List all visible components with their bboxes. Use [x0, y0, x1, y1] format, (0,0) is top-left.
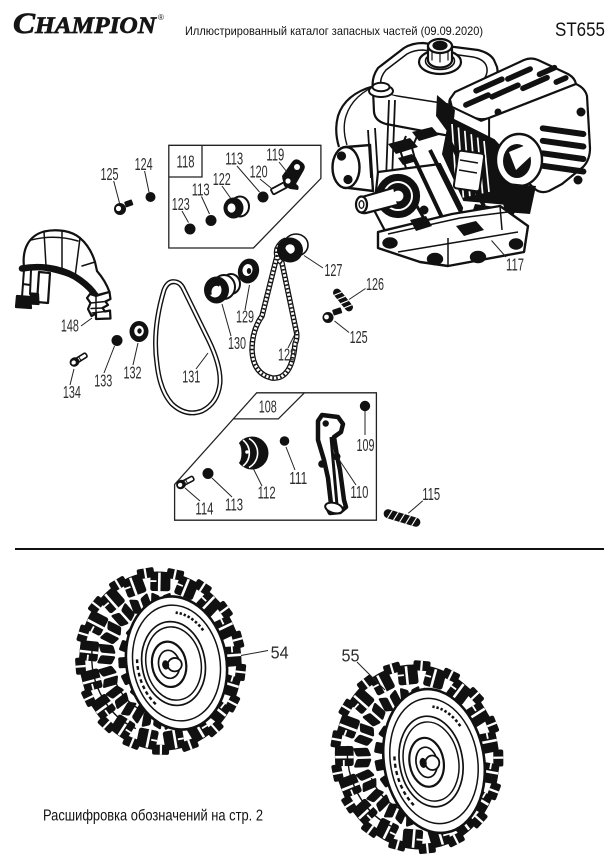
svg-text:ST655: ST655: [555, 19, 605, 41]
svg-text:128: 128: [278, 345, 296, 365]
svg-text:Расшифровка обозначений на стр: Расшифровка обозначений на стр. 2: [43, 808, 263, 825]
svg-text:115: 115: [422, 484, 440, 504]
svg-text:131: 131: [182, 367, 200, 387]
svg-text:130: 130: [228, 333, 246, 353]
svg-text:Иллюстрированный каталог запас: Иллюстрированный каталог запасных частей…: [185, 24, 483, 38]
svg-text:122: 122: [213, 169, 231, 189]
svg-text:119: 119: [266, 145, 284, 165]
svg-text:117: 117: [506, 255, 524, 275]
svg-text:CHAMPION: CHAMPION: [13, 7, 158, 40]
svg-text:109: 109: [357, 435, 375, 455]
svg-text:120: 120: [250, 162, 268, 182]
svg-text:132: 132: [124, 363, 142, 383]
svg-text:111: 111: [289, 468, 307, 488]
svg-text:112: 112: [258, 483, 276, 503]
svg-text:129: 129: [236, 307, 254, 327]
svg-text:®: ®: [158, 13, 164, 22]
svg-text:134: 134: [63, 382, 81, 402]
svg-text:126: 126: [366, 274, 384, 294]
svg-text:124: 124: [135, 154, 153, 174]
svg-text:148: 148: [61, 316, 79, 336]
svg-text:108: 108: [259, 397, 277, 417]
svg-text:125: 125: [101, 164, 119, 184]
svg-text:54: 54: [271, 643, 289, 663]
svg-text:114: 114: [195, 499, 213, 519]
svg-text:113: 113: [192, 180, 210, 200]
svg-text:113: 113: [225, 149, 243, 169]
svg-text:110: 110: [350, 482, 368, 502]
svg-text:113: 113: [225, 495, 243, 515]
svg-text:118: 118: [177, 152, 195, 172]
svg-text:123: 123: [172, 194, 190, 214]
svg-text:127: 127: [324, 260, 342, 280]
svg-text:125: 125: [350, 327, 368, 347]
svg-text:133: 133: [94, 371, 112, 391]
svg-text:55: 55: [342, 646, 360, 666]
